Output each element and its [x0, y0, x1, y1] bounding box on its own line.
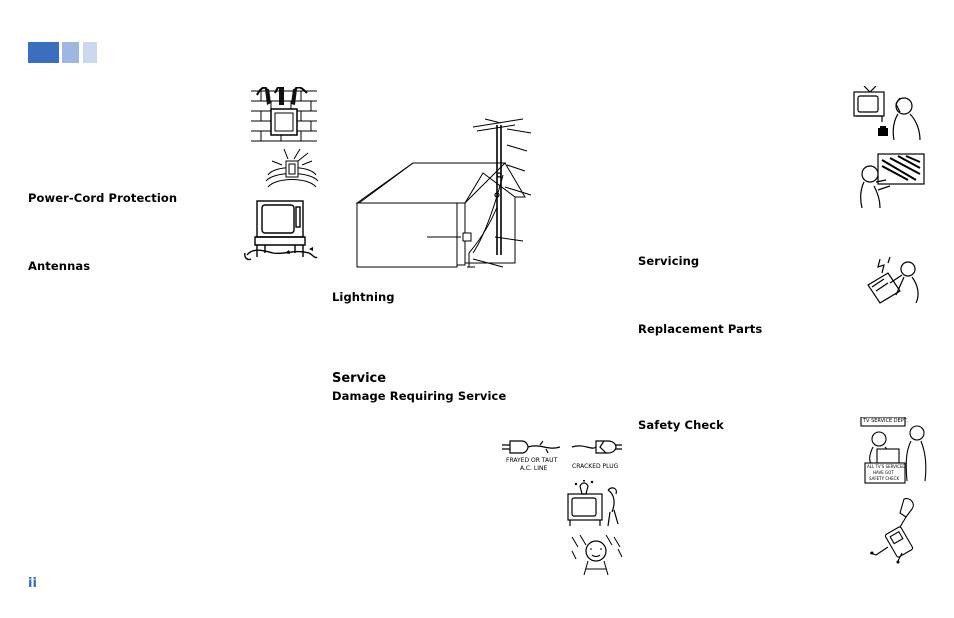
illustration-technician-shock	[864, 255, 928, 305]
heading-service: Service	[332, 371, 387, 386]
illustration-wall-outlet-overload	[249, 87, 319, 145]
label-ac-line: A.C. LINE	[520, 465, 548, 472]
heading-replacement-parts: Replacement Parts	[638, 322, 763, 336]
header-accent-block-2	[62, 42, 79, 63]
illustration-outlet-sparks	[264, 145, 320, 191]
label-cracked-plug: CRACKED PLUG	[572, 463, 619, 470]
illustration-tv-service-dept: TV SERVICE DEPT. ALL TV'S SERVICED HAVE …	[859, 417, 929, 485]
label-safety-note-line3: SAFETY CHECK	[869, 476, 900, 481]
illustration-tv-cord-pinched	[243, 197, 320, 263]
illustration-tv-phone-call	[850, 86, 928, 142]
page-number: ii	[28, 576, 37, 591]
diagram-antenna-grounding	[355, 115, 537, 273]
heading-lightning: Lightning	[332, 290, 395, 304]
header-accent-block-3	[83, 42, 97, 63]
heading-antennas: Antennas	[28, 259, 91, 273]
heading-safety-check: Safety Check	[638, 418, 724, 432]
illustration-damaged-cord-and-plug: FRAYED OR TAUT A.C. LINE CRACKED PLUG	[500, 433, 624, 473]
illustration-meter-check	[868, 495, 924, 565]
illustration-rain-on-tv	[570, 535, 624, 577]
label-frayed: FRAYED OR TAUT	[506, 457, 558, 464]
heading-damage-requiring-service: Damage Requiring Service	[332, 389, 507, 403]
heading-servicing: Servicing	[638, 254, 700, 268]
illustration-removing-tv-back	[856, 150, 928, 210]
header-accent-block-1	[28, 42, 59, 63]
label-tv-service: TV SERVICE DEPT.	[863, 418, 908, 424]
label-safety-note-line1: ALL TV'S SERVICED	[867, 464, 906, 469]
illustration-spilled-liquid-tv	[564, 480, 624, 528]
label-safety-note-line2: HAVE GOT	[873, 470, 894, 475]
heading-power-cord-protection: Power-Cord Protection	[28, 191, 178, 205]
